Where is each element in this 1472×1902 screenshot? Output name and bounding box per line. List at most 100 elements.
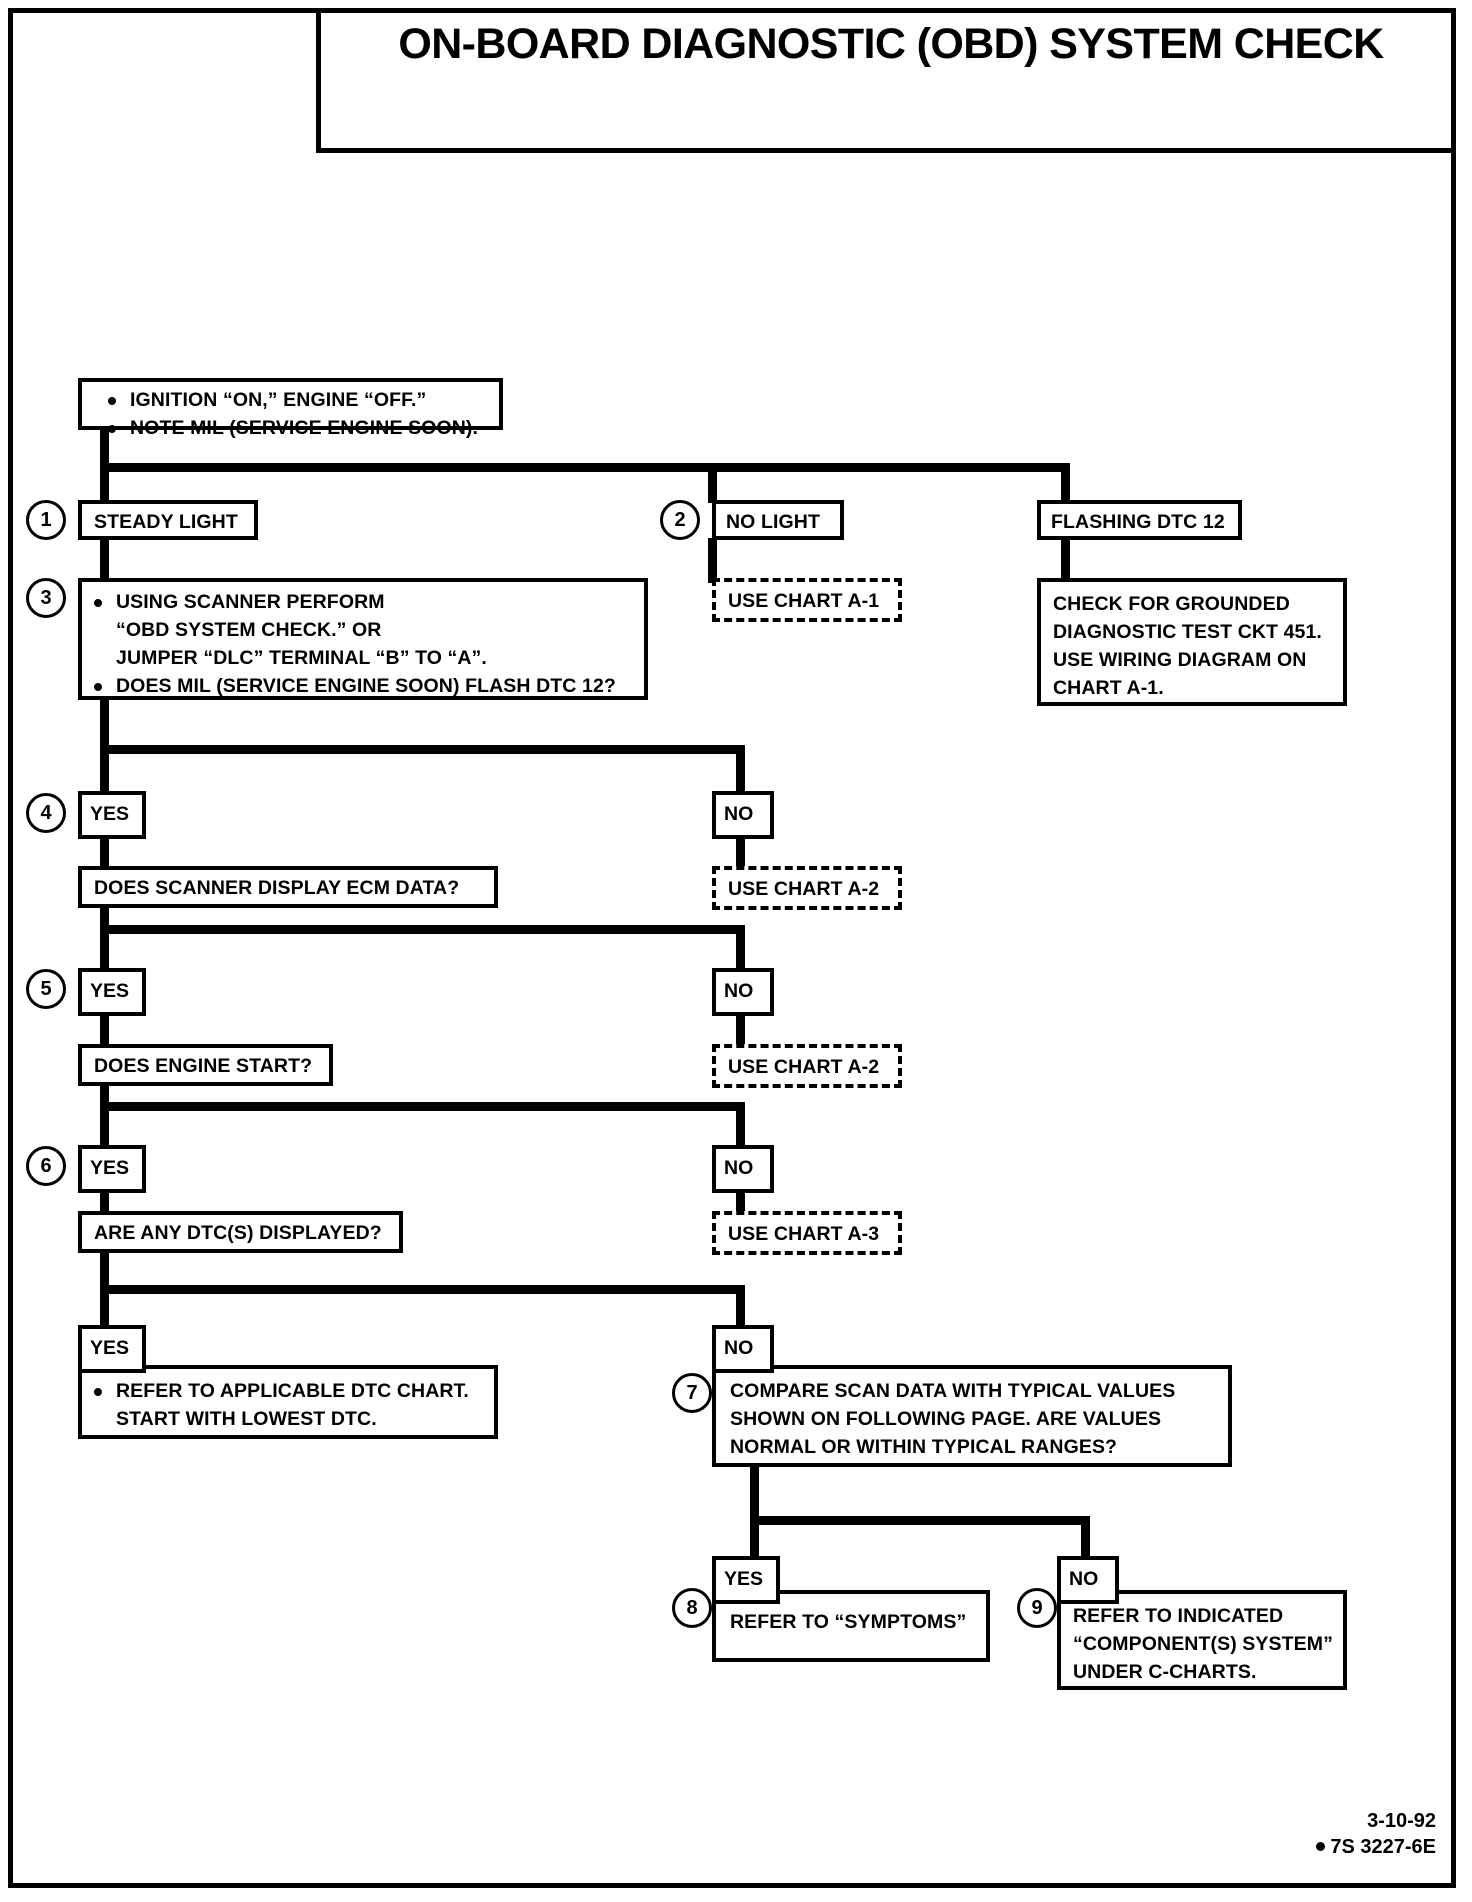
refer-dtc-line-2: START WITH LOWEST DTC. [116,1408,377,1430]
start-line-1: IGNITION “ON,” ENGINE “OFF.” [96,386,487,414]
node-ecm-data: DOES SCANNER DISPLAY ECM DATA? [78,866,498,908]
scanner-line-2: “OBD SYSTEM CHECK.” OR [116,619,382,641]
node-start-conditions: IGNITION “ON,” ENGINE “OFF.” NOTE MIL (S… [78,378,503,439]
step-number-1: 1 [26,500,66,540]
grounded-line-1: CHECK FOR GROUNDED [1053,593,1290,615]
connector-row6-yes-down [100,1102,109,1147]
connector-final-yes-down [750,1516,759,1560]
footer-code-row: 7S 3227-6E [1316,1834,1436,1860]
scanner-line-1: USING SCANNER PERFORM [82,588,644,616]
connector-yes5-to-engine [100,1016,109,1046]
connector-start-down [100,428,109,470]
use-chart-a2-b-label: USE CHART A-2 [728,1056,880,1078]
connector-yes6-to-dtcs [100,1193,109,1223]
node-refer-dtc-chart: REFER TO APPLICABLE DTC CHART. START WIT… [78,1365,498,1439]
connector-row4-yes-down [100,745,109,793]
connector-final-bus [750,1516,1090,1525]
compare-line-1: COMPARE SCAN DATA WITH TYPICAL VALUES [730,1380,1176,1402]
node-compare-scan-data: COMPARE SCAN DATA WITH TYPICAL VALUES SH… [712,1365,1232,1467]
connector-bus-to-flashing [1061,463,1070,503]
step-number-3: 3 [26,578,66,618]
connector-nolight-to-a1 [708,538,717,583]
node-use-chart-a1: USE CHART A-1 [712,578,902,622]
refer-dtc-line-1: REFER TO APPLICABLE DTC CHART. [82,1377,494,1405]
flashing-dtc12-label: FLASHING DTC 12 [1051,511,1225,533]
scanner-line-4: DOES MIL (SERVICE ENGINE SOON) FLASH DTC… [82,672,644,700]
connector-step3-down [100,700,109,752]
branch-yes-7: YES [78,1325,146,1373]
compare-line-3: NORMAL OR WITHIN TYPICAL RANGES? [730,1436,1118,1458]
refer-symptoms-label: REFER TO “SYMPTOMS” [730,1611,967,1633]
node-check-grounded: CHECK FOR GROUNDED DIAGNOSTIC TEST CKT 4… [1037,578,1347,706]
step-number-2: 2 [660,500,700,540]
grounded-line-2: DIAGNOSTIC TEST CKT 451. [1053,621,1322,643]
connector-light-bus [100,463,1070,472]
node-use-chart-a2-b: USE CHART A-2 [712,1044,902,1088]
node-dtcs-displayed: ARE ANY DTC(S) DISPLAYED? [78,1211,403,1253]
node-use-chart-a3: USE CHART A-3 [712,1211,902,1255]
no-light-label: NO LIGHT [726,511,820,533]
footer-date: 3-10-92 [1367,1810,1436,1832]
dtcs-displayed-label: ARE ANY DTC(S) DISPLAYED? [94,1222,382,1244]
ecm-data-label: DOES SCANNER DISPLAY ECM DATA? [94,877,460,899]
branch-yes-5: YES [78,968,146,1016]
use-chart-a3-label: USE CHART A-3 [728,1223,880,1245]
branch-no-7: NO [712,1325,774,1373]
connector-steady-to-step3 [100,538,109,583]
step-number-5: 5 [26,969,66,1009]
step-number-7: 7 [672,1373,712,1413]
connector-final-no-down [1081,1516,1090,1560]
branch-yes-6: YES [78,1145,146,1193]
branch-no-5: NO [712,968,774,1016]
title-plate: ON-BOARD DIAGNOSTIC (OBD) SYSTEM CHECK [316,8,1456,153]
connector-row5-bus [100,925,745,934]
use-chart-a1-label: USE CHART A-1 [728,590,880,612]
connector-compare-down [750,1467,759,1523]
connector-flashing-to-grounded [1061,538,1070,583]
branch-yes-final: YES [712,1556,780,1604]
use-chart-a2-a-label: USE CHART A-2 [728,878,880,900]
refer-component-line-3: UNDER C-CHARTS. [1073,1661,1257,1683]
node-engine-start: DOES ENGINE START? [78,1044,333,1086]
footer: 3-10-92 7S 3227-6E [1316,1808,1436,1860]
branch-yes-4: YES [78,791,146,839]
connector-bus-to-no-light [708,463,717,503]
node-no-light: NO LIGHT [712,500,844,540]
step-number-9: 9 [1017,1588,1057,1628]
page-border [8,8,1456,1888]
grounded-line-4: CHART A-1. [1053,677,1164,699]
connector-row7-bus [100,1285,745,1294]
step-number-6: 6 [26,1146,66,1186]
connector-bus-to-steady [100,463,109,503]
branch-no-6: NO [712,1145,774,1193]
engine-start-label: DOES ENGINE START? [94,1055,313,1077]
connector-row5-no-down [736,925,745,970]
node-steady-light: STEADY LIGHT [78,500,258,540]
node-use-chart-a2-a: USE CHART A-2 [712,866,902,910]
step-number-4: 4 [26,793,66,833]
page-title: ON-BOARD DIAGNOSTIC (OBD) SYSTEM CHECK [398,20,1384,68]
steady-light-label: STEADY LIGHT [94,511,238,533]
connector-row4-no-down [736,745,745,793]
connector-dtcs-down [100,1253,109,1301]
connector-no4-to-a2 [736,838,745,868]
connector-row6-bus [100,1102,745,1111]
connector-yes4-to-ecm [100,838,109,868]
node-refer-component: REFER TO INDICATED “COMPONENT(S) SYSTEM”… [1057,1590,1347,1690]
footer-code: 7S 3227-6E [1330,1836,1436,1858]
step-number-8: 8 [672,1588,712,1628]
refer-component-line-2: “COMPONENT(S) SYSTEM” [1073,1633,1333,1655]
scanner-line-3: JUMPER “DLC” TERMINAL “B” TO “A”. [116,647,487,669]
refer-component-line-1: REFER TO INDICATED [1073,1605,1284,1627]
start-line-2: NOTE MIL (SERVICE ENGINE SOON). [96,414,487,442]
branch-no-4: NO [712,791,774,839]
connector-no6-to-a3 [736,1193,745,1223]
grounded-line-3: USE WIRING DIAGRAM ON [1053,649,1307,671]
connector-ecm-down [100,898,109,940]
compare-line-2: SHOWN ON FOLLOWING PAGE. ARE VALUES [730,1408,1162,1430]
branch-no-final: NO [1057,1556,1119,1604]
node-flashing-dtc12: FLASHING DTC 12 [1037,500,1242,540]
node-scanner-perform: USING SCANNER PERFORM “OBD SYSTEM CHECK.… [78,578,648,700]
connector-no5-to-a2b [736,1016,745,1046]
connector-row7-no-down [736,1285,745,1327]
